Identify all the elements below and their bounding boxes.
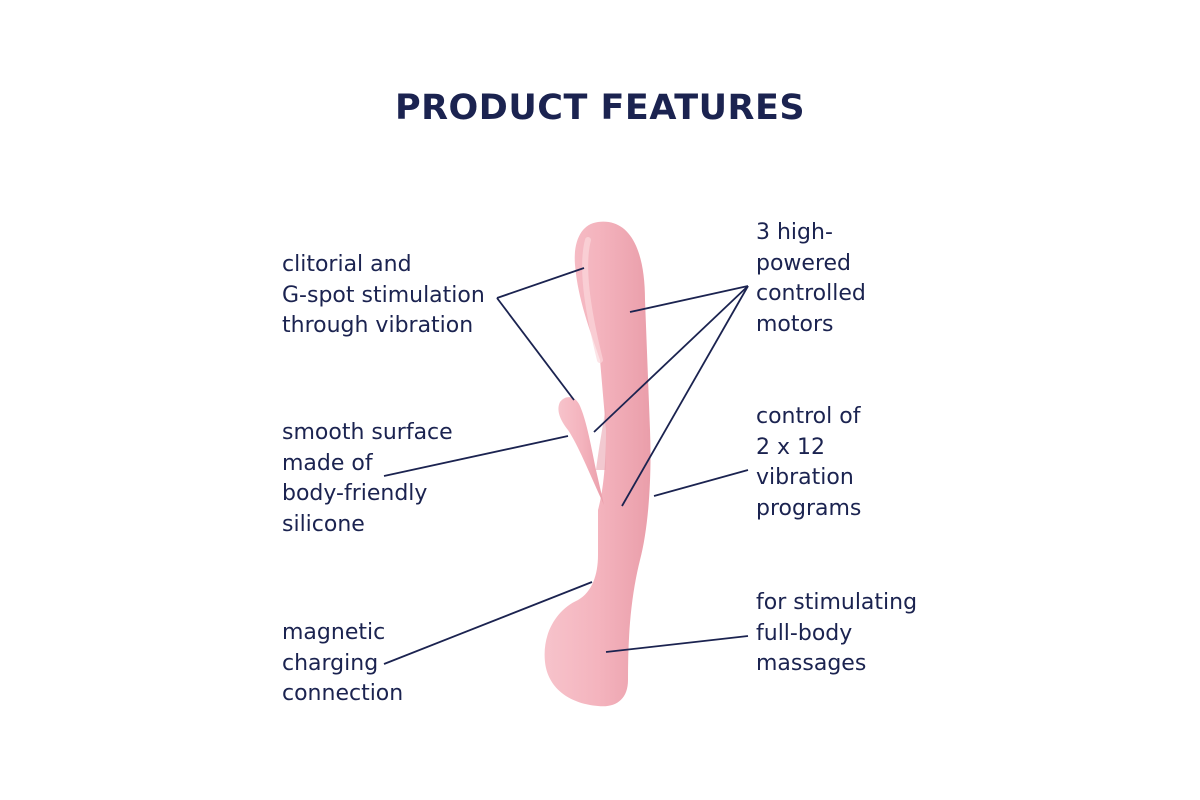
- feature-line: motors: [756, 311, 834, 337]
- feature-line: G-spot stimulation: [282, 282, 485, 308]
- leader-line: [383, 581, 593, 665]
- feature-line: for stimulating: [756, 590, 918, 615]
- feature-line: connection: [282, 681, 404, 706]
- feature-label: clitorial and G-spot stimulation through…: [282, 250, 485, 342]
- product-gap-shade: [596, 405, 606, 470]
- page-title: PRODUCT FEATURES: [394, 88, 806, 128]
- feature-line: full-body: [756, 620, 853, 646]
- feature-line: through vibration: [282, 313, 474, 338]
- feature-line: body-friendly: [282, 481, 428, 506]
- product-highlight: [582, 237, 603, 363]
- feature-line: made of: [282, 450, 373, 476]
- leader-line: [593, 285, 749, 433]
- leader-line: [629, 285, 749, 313]
- feature-line: control of: [756, 404, 861, 429]
- leader-line: [653, 469, 749, 497]
- leader-line: [605, 635, 749, 653]
- feature-line: powered: [756, 250, 852, 276]
- feature-label: 3 high- powered controlled motors: [756, 218, 866, 340]
- feature-line: magnetic: [282, 620, 386, 645]
- feature-line: smooth surface: [282, 420, 453, 445]
- leader-lines: [383, 267, 749, 665]
- feature-line: 3 high-: [756, 220, 833, 245]
- leader-line: [383, 435, 569, 477]
- feature-line: programs: [756, 495, 862, 521]
- feature-line: vibration: [756, 465, 854, 490]
- product-main-body: [544, 221, 651, 707]
- leader-line: [496, 267, 585, 299]
- product-clitoral-arm: [558, 397, 604, 505]
- leader-line: [621, 285, 749, 507]
- feature-line: silicone: [282, 511, 365, 537]
- leader-line: [496, 297, 575, 401]
- feature-label: magnetic charging connection: [282, 618, 403, 710]
- feature-line: clitorial and: [282, 252, 412, 277]
- product-illustration: [544, 221, 651, 707]
- feature-line: controlled: [756, 281, 866, 306]
- feature-label: control of 2 x 12 vibration programs: [756, 402, 861, 524]
- feature-label: smooth surface made of body-friendly sil…: [282, 418, 453, 540]
- feature-line: 2 x 12: [756, 434, 825, 460]
- feature-line: massages: [756, 651, 867, 676]
- feature-label: for stimulating full-body massages: [756, 588, 917, 680]
- feature-line: charging: [282, 650, 379, 676]
